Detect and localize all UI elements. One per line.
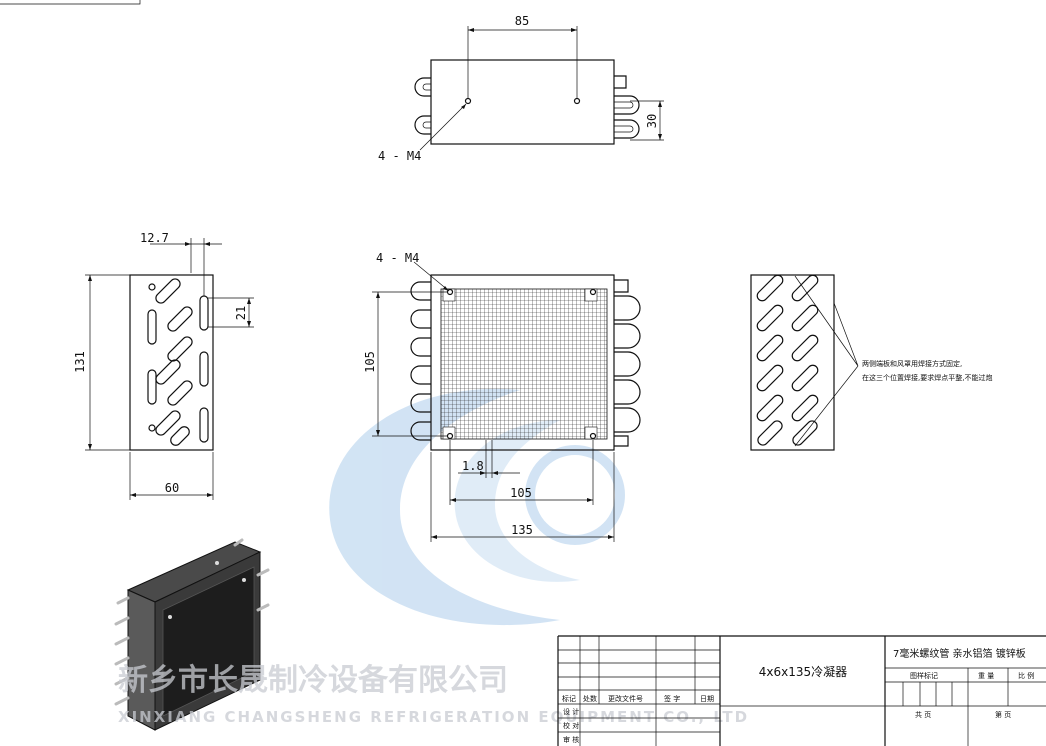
- tb-header-date: 日期: [700, 695, 714, 703]
- tb-sheet-total: 共 页: [915, 710, 931, 719]
- thread-label-top: 4 - M4: [378, 149, 421, 163]
- tb-header-sign: 签 字: [664, 694, 680, 703]
- tb-header-docno: 更改文件号: [608, 694, 643, 703]
- dim-top-height: 30: [645, 114, 659, 128]
- dim-front-height: 105: [363, 351, 377, 373]
- front-view-plate: [430, 274, 615, 451]
- sheet-frame-corner: [0, 0, 141, 5]
- top-view: 85 30 4 - M4: [378, 14, 664, 163]
- right-side-body: [750, 274, 835, 451]
- tb-header-count: 处数: [583, 694, 597, 703]
- tb-sub-drawing-mark: 图样标记: [910, 671, 938, 680]
- tb-sheet-no: 第 页: [995, 710, 1011, 719]
- mount-hole: [464, 97, 472, 105]
- watermark-company-cn: 新乡市长晟制冷设备有限公司: [118, 663, 508, 698]
- iso-pipes: [114, 538, 270, 706]
- tb-material: 7毫米螺纹管 亲水铝箔 镀锌板: [893, 647, 1026, 660]
- tb-sub-weight: 重 量: [978, 672, 994, 680]
- side-view-body: [129, 274, 214, 451]
- tb-product-name: 4x6x135冷凝器: [759, 664, 847, 679]
- weld-note-line1: 两侧端板和风罩用焊接方式固定,: [862, 359, 962, 368]
- title-block: 标记 处数 更改文件号 签 字 日期 设 计 校 对 审 核 4x6x135冷凝…: [557, 635, 1046, 746]
- fin-grid: [440, 288, 608, 440]
- tb-row-design: 设 计: [563, 707, 579, 716]
- dim-front-total-width: 135: [511, 523, 533, 537]
- weld-note-line2: 在这三个位置焊接,要求焊点平整,不能过炮: [862, 373, 992, 382]
- mount-hole: [573, 97, 581, 105]
- dim-front-inner-width: 105: [510, 486, 532, 500]
- top-view-body: [430, 59, 615, 145]
- dim-side-height: 131: [73, 351, 87, 373]
- dim-side-width: 60: [165, 481, 179, 495]
- left-u-bends: [410, 281, 431, 441]
- front-view: 4 - M4 105 1.8 105 135: [363, 251, 641, 542]
- dim-front-fin-gap: 1.8: [462, 459, 484, 473]
- dim-side-offset: 12.7: [140, 231, 169, 245]
- tb-row-check: 校 对: [563, 721, 579, 730]
- side-view: 131 12.7 21 60: [73, 231, 254, 500]
- tb-header-mark: 标记: [562, 694, 576, 703]
- right-u-bends: [614, 279, 641, 447]
- dim-top-width: 85: [515, 14, 529, 28]
- right-side-view: 两侧端板和风罩用焊接方式固定, 在这三个位置焊接,要求焊点平整,不能过炮: [750, 274, 992, 451]
- tb-row-review: 审 核: [563, 735, 579, 744]
- watermark-company-en: XINXIANG CHANGSHENG REFRIGERATION EQUIPM…: [118, 708, 749, 726]
- isometric-view: [114, 538, 270, 731]
- thread-label-front: 4 - M4: [376, 251, 419, 265]
- dim-side-slot: 21: [234, 306, 248, 320]
- tb-sub-scale: 比 例: [1018, 671, 1034, 680]
